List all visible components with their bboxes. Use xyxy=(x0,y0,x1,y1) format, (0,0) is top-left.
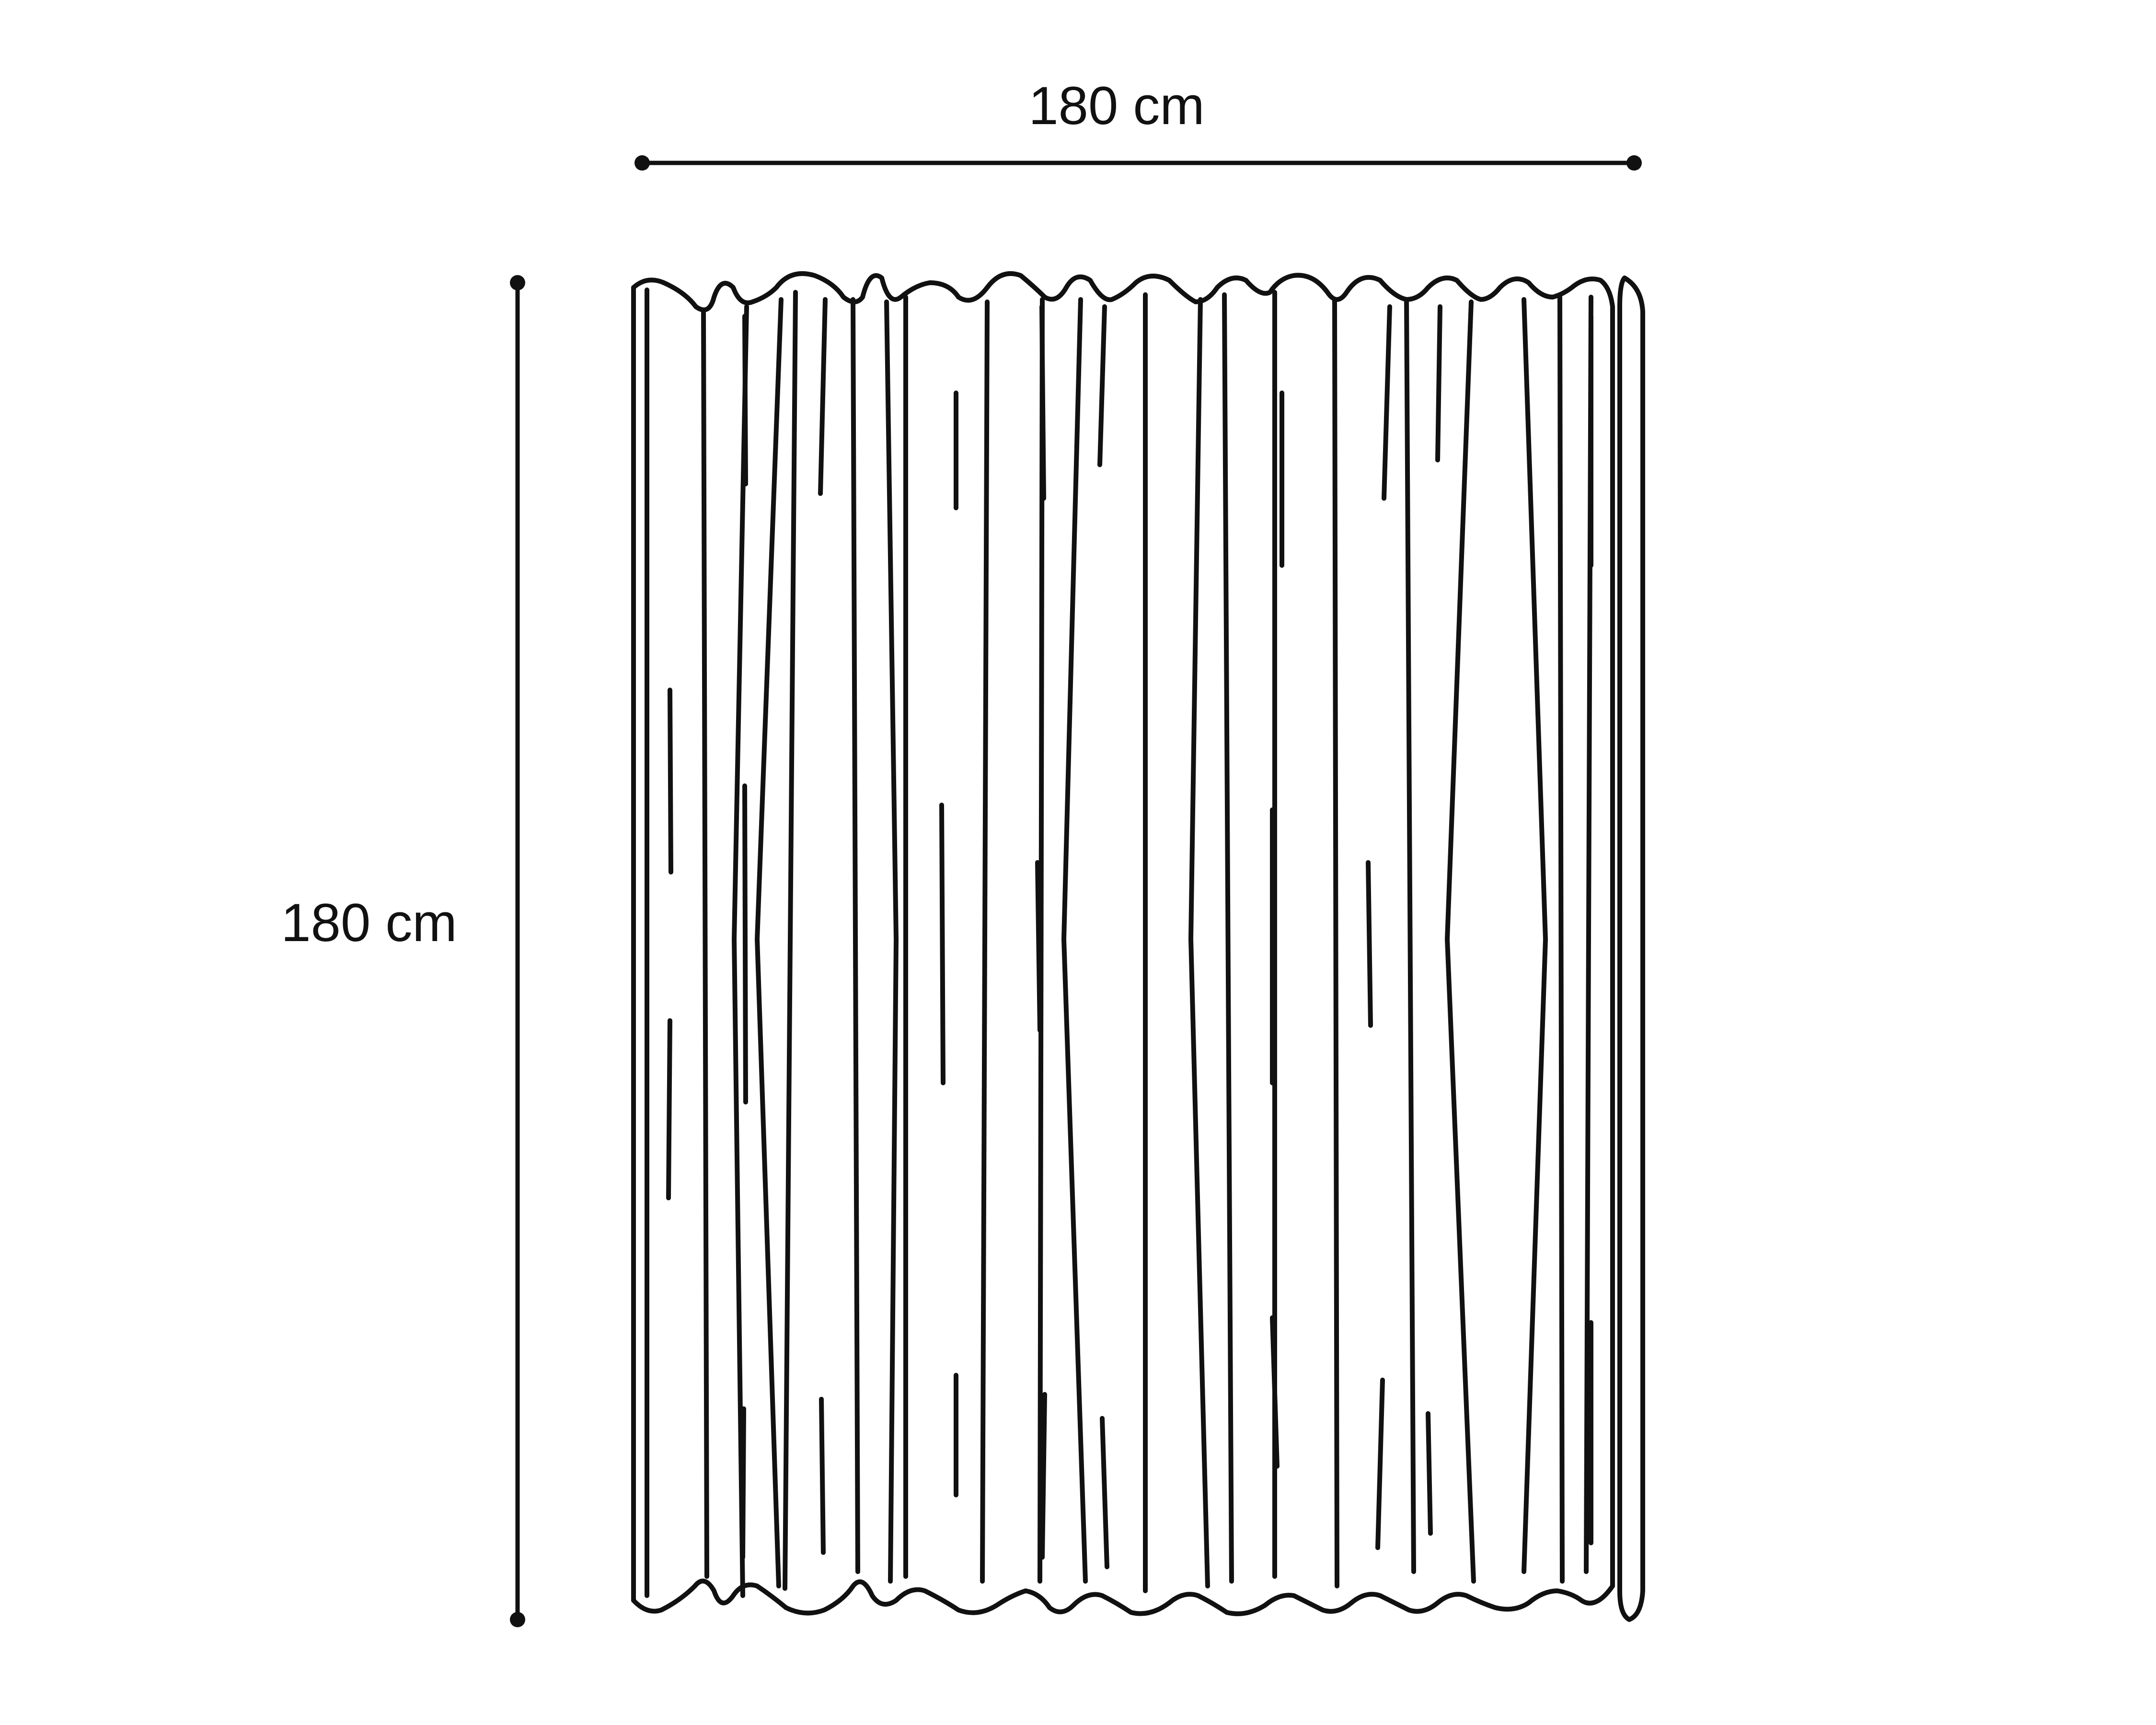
curtain-fold-lines xyxy=(701,290,1593,1598)
height-dimension-line xyxy=(510,275,525,1627)
curtain-bottom-edge xyxy=(631,1578,1615,1616)
height-dimension-label: 180 cm xyxy=(281,893,457,953)
curtain-panel-icon xyxy=(631,271,1645,1622)
width-dimension-line xyxy=(634,155,1642,171)
curtain-crease-marks xyxy=(666,297,1593,1569)
curtain-top-edge xyxy=(631,271,1615,312)
curtain-right-edge xyxy=(1617,276,1645,1622)
width-dimension-label: 180 cm xyxy=(1028,76,1205,136)
